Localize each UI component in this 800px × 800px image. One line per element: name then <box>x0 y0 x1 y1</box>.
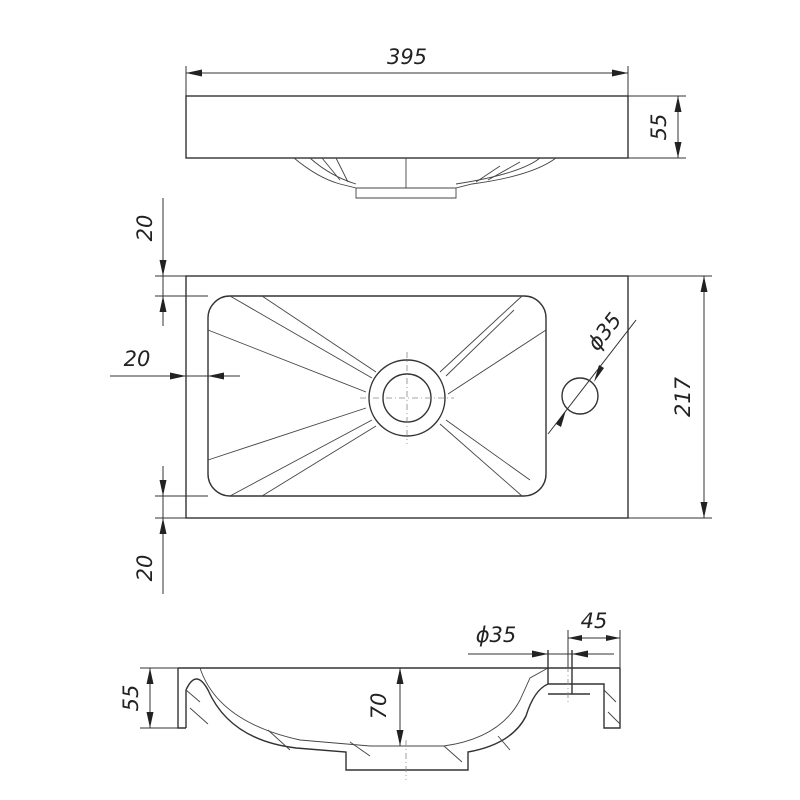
tap-hole-arrow-2 <box>594 365 604 382</box>
section-bowl <box>185 668 621 771</box>
margin-bottom-label: 20 <box>133 555 157 582</box>
margin-left-arrow-1 <box>170 372 186 380</box>
rim-label: 45 <box>581 609 608 633</box>
depth-arrow-top <box>700 276 708 292</box>
margin-left-label: 20 <box>124 347 151 371</box>
section-bowl-inner <box>199 667 549 747</box>
bowl-depth-label: 70 <box>367 693 391 720</box>
drain-outer <box>368 359 446 437</box>
front-view: 395 55 <box>185 45 686 199</box>
section-tap-hole <box>547 650 590 695</box>
height-arrow-top <box>674 96 682 112</box>
height-dimension-label: 55 <box>647 114 671 141</box>
tap-hole-label: ϕ35 <box>583 308 627 355</box>
section-drain-label: ϕ35 <box>476 623 517 647</box>
margin-left-arrow-2 <box>208 372 224 380</box>
section-view: 55 70 ϕ35 45 <box>119 609 621 780</box>
rim-arrow-left <box>568 635 582 641</box>
section-hatch <box>185 689 621 763</box>
section-drain-arrow-1 <box>532 650 548 658</box>
margin-top-label: 20 <box>133 215 157 242</box>
width-arrow-left <box>186 69 202 77</box>
section-height-arrow-top <box>146 668 154 684</box>
section-height-label: 55 <box>119 685 143 712</box>
section-left-wall <box>177 668 186 729</box>
plan-bowl <box>207 295 547 497</box>
bowl-depth-arrow-top <box>396 668 404 684</box>
margin-bottom-arrow-1 <box>159 480 167 496</box>
section-drain-arrow-2 <box>572 650 588 658</box>
margin-top-arrow-1 <box>159 260 167 276</box>
front-view-ribs <box>321 157 521 183</box>
plan-view: ϕ35 217 20 20 20 <box>110 198 712 594</box>
front-view-bowl-inner <box>309 157 541 189</box>
margin-top-arrow-2 <box>159 296 167 312</box>
width-dimension-label: 395 <box>387 45 427 69</box>
plan-bowl-ribs <box>207 295 547 497</box>
tap-hole <box>561 377 599 415</box>
height-arrow-bottom <box>674 142 682 158</box>
front-view-slab <box>185 95 629 159</box>
depth-dimension-label: 217 <box>671 376 695 417</box>
margin-bottom-arrow-2 <box>159 518 167 534</box>
rim-arrow-right <box>606 635 620 641</box>
bowl-depth-arrow-bottom <box>396 730 404 746</box>
tap-hole-arrow-1 <box>556 410 566 427</box>
front-view-bowl <box>293 157 557 199</box>
plan-outline <box>185 275 629 519</box>
depth-arrow-bottom <box>700 502 708 518</box>
section-height-arrow-bottom <box>146 712 154 728</box>
width-arrow-right <box>612 69 628 77</box>
